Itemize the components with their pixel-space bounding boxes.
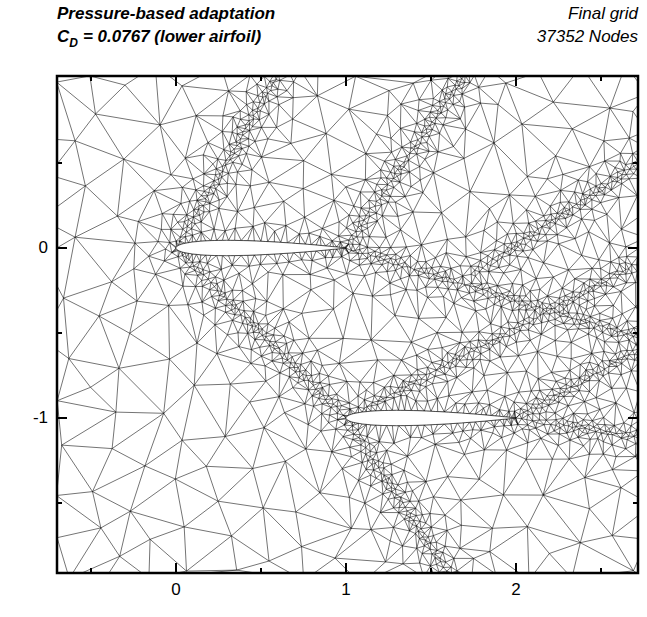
coefficient-symbol: C [57, 27, 69, 46]
y-tick-label: -1 [33, 408, 48, 428]
airfoil-shape [346, 410, 516, 425]
grid-note: Final grid [568, 4, 638, 24]
plot-title: Pressure-based adaptation [57, 4, 275, 24]
triangle-mesh [57, 76, 638, 573]
coefficient-value: = 0.0767 (lower airfoil) [83, 27, 261, 46]
coefficient-subscript: D [69, 36, 78, 50]
x-tick-label: 1 [341, 580, 350, 600]
x-tick-label: 2 [511, 580, 520, 600]
mesh-group [57, 76, 638, 573]
node-count: 37352 Nodes [537, 27, 638, 47]
y-tick-label: 0 [39, 238, 48, 258]
x-tick-label: 0 [171, 580, 180, 600]
airfoil-shape [176, 240, 346, 255]
plot-frame [57, 76, 638, 573]
axis-ticks [57, 76, 638, 573]
drag-coefficient-line: CD = 0.0767 (lower airfoil) [57, 27, 261, 48]
